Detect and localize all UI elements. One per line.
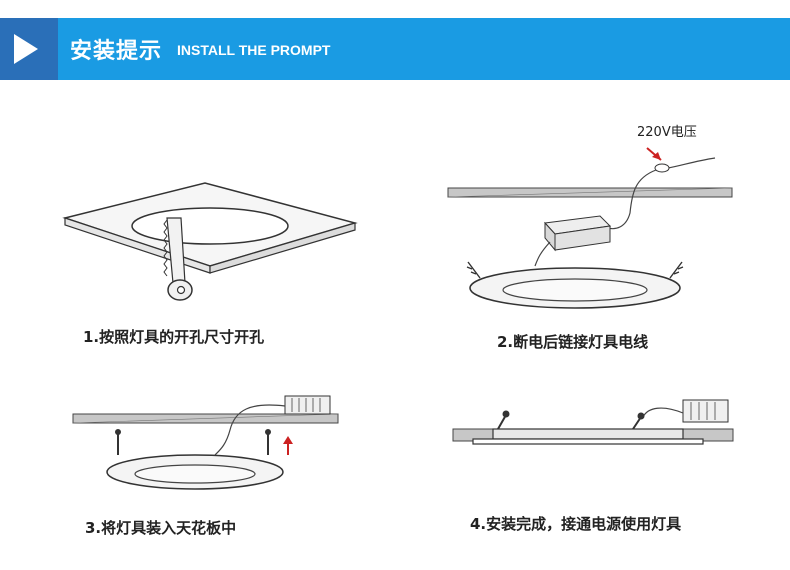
header-title: 安装提示 bbox=[70, 39, 163, 64]
voltage-label: 220V电压 bbox=[637, 125, 697, 140]
step-1-caption: 1.按照灯具的开孔尺寸开孔 bbox=[83, 328, 265, 346]
step-2-illustration: 220V电压 bbox=[440, 118, 740, 318]
chevron-right-icon bbox=[14, 34, 38, 64]
step-1-illustration bbox=[55, 178, 365, 313]
step-3-caption: 3.将灯具装入天花板中 bbox=[85, 519, 237, 537]
header-subtitle: INSTALL THE PROMPT bbox=[177, 42, 331, 58]
step-3-illustration bbox=[70, 390, 340, 500]
step-4-caption: 4.安装完成，接通电源使用灯具 bbox=[470, 515, 682, 533]
step-2-caption: 2.断电后链接灯具电线 bbox=[497, 333, 649, 351]
step-4-illustration bbox=[448, 395, 738, 460]
header-banner: 安装提示 INSTALL THE PROMPT bbox=[0, 18, 790, 80]
chevron-block bbox=[0, 18, 58, 80]
